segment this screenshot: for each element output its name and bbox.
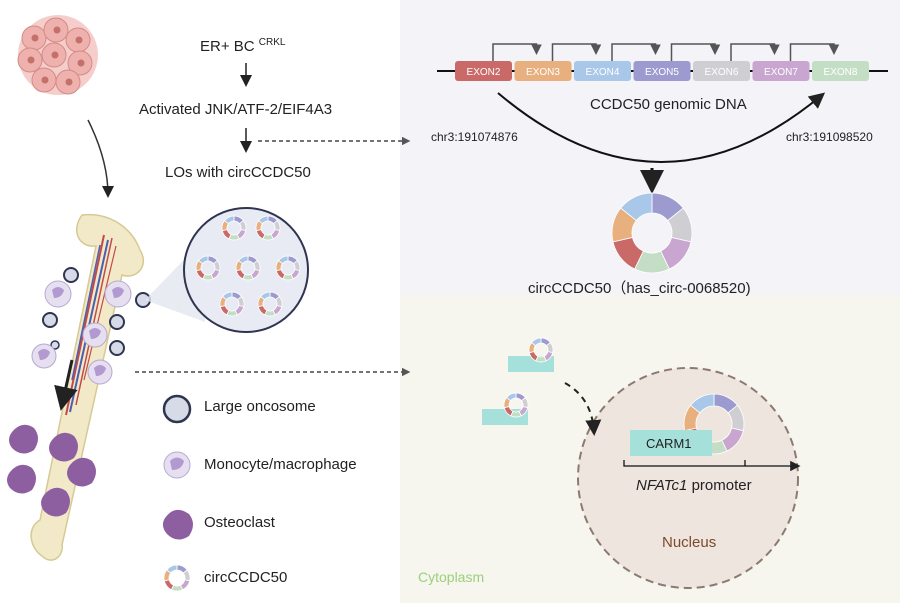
flow-step-er-bc-text: ER+ BC xyxy=(200,38,255,55)
promoter-bracket xyxy=(623,460,746,467)
flow-step-er-bc: ER+ BC CRKL xyxy=(200,37,285,55)
legend-oncosome-icon xyxy=(162,394,192,424)
bone-down-arrow xyxy=(54,359,78,411)
splice-arrow xyxy=(611,43,661,61)
backsplice-arc xyxy=(497,92,826,163)
nucleus-ring-segment xyxy=(689,393,715,414)
nucleus-label: Nucleus xyxy=(662,534,717,551)
circ-ring-small-1 xyxy=(528,337,554,363)
tumor-to-bone-arrow xyxy=(87,119,114,198)
exon-box xyxy=(693,61,750,81)
exon-label: EXON2 xyxy=(467,67,501,78)
circ-ring-small-2 xyxy=(503,392,529,418)
import-dashed-arrow xyxy=(564,382,602,436)
big-ring-segment xyxy=(620,192,653,222)
zoom-ring-segment xyxy=(260,291,271,301)
flow-step-los: LOs with circCCDC50 xyxy=(165,164,311,181)
exon-label: EXON7 xyxy=(764,67,798,78)
exon-box xyxy=(752,61,810,81)
legend-ring-segment xyxy=(166,564,178,574)
legend-osteoclast-icon xyxy=(162,509,193,540)
zoom-ring-segment xyxy=(238,255,249,265)
legend-monocyte-icon xyxy=(163,451,191,479)
legend-circ-icon xyxy=(163,564,191,592)
zoom-ring-segment xyxy=(258,215,269,225)
splice-arrow xyxy=(789,43,840,61)
zoom-ring-segment xyxy=(198,255,209,265)
zoom-ring-segment xyxy=(222,291,233,301)
exon-group: EXON2 EXON3 EXON4 EXON5 EXON6 EXON7 EXON8 xyxy=(455,61,869,81)
circccdc50-ring-large xyxy=(611,192,693,274)
exon-box xyxy=(812,61,869,81)
promoter-label: NFATc1 promoter xyxy=(636,477,752,494)
splice-arrow xyxy=(670,43,721,61)
flow-step-activated: Activated JNK/ATF-2/EIF4A3 xyxy=(139,101,333,118)
genomic-title: CCDC50 genomic DNA xyxy=(590,96,747,113)
splice-arrow xyxy=(730,43,780,61)
exon-box xyxy=(455,61,512,81)
tumor-cell-cluster-icon xyxy=(17,15,98,95)
exon-box xyxy=(574,61,631,81)
exon-label: EXON6 xyxy=(705,67,739,78)
legend-label-oncosome: Large oncosome xyxy=(204,398,316,415)
zoom-ring-segment xyxy=(224,215,235,225)
cytoplasm-label: Cytoplasm xyxy=(418,569,485,585)
monocyte-group xyxy=(31,280,132,385)
exon-splice-arrows xyxy=(492,43,840,61)
genomic-panel xyxy=(400,0,900,295)
carm1-label: CARM1 xyxy=(646,436,692,451)
legend-ring-segment xyxy=(163,579,175,591)
small-ring-1-segment xyxy=(531,337,542,347)
flow-step-er-bc-sup: CRKL xyxy=(258,37,286,48)
legend-label-circ: circCCDC50 xyxy=(204,569,288,586)
zoom-ring-segment xyxy=(278,255,289,265)
exon-label: EXON8 xyxy=(824,67,858,78)
exon-label: EXON3 xyxy=(526,67,560,78)
promoter-gene-name: NFATc1 xyxy=(636,477,688,494)
legend-label-osteoclast: Osteoclast xyxy=(204,514,275,531)
legend-label-monocyte: Monocyte/macrophage xyxy=(204,456,357,473)
exon-label: EXON5 xyxy=(645,67,679,78)
promoter-suffix: promoter xyxy=(687,477,752,494)
coord-left: chr3:191074876 xyxy=(431,130,518,144)
zoom-ring-group xyxy=(195,215,301,317)
exon-box xyxy=(633,61,691,81)
exon-label: EXON4 xyxy=(586,67,620,78)
small-ring-2-segment xyxy=(506,392,517,402)
carm1-box xyxy=(630,430,712,456)
osteoclast-group xyxy=(7,424,96,517)
exon-box xyxy=(514,61,572,81)
splice-arrow xyxy=(551,43,602,61)
coord-right: chr3:191098520 xyxy=(786,130,873,144)
splice-arrow xyxy=(492,43,542,61)
circ-name-label: circCCDC50（has_circ-0068520) xyxy=(528,280,751,297)
